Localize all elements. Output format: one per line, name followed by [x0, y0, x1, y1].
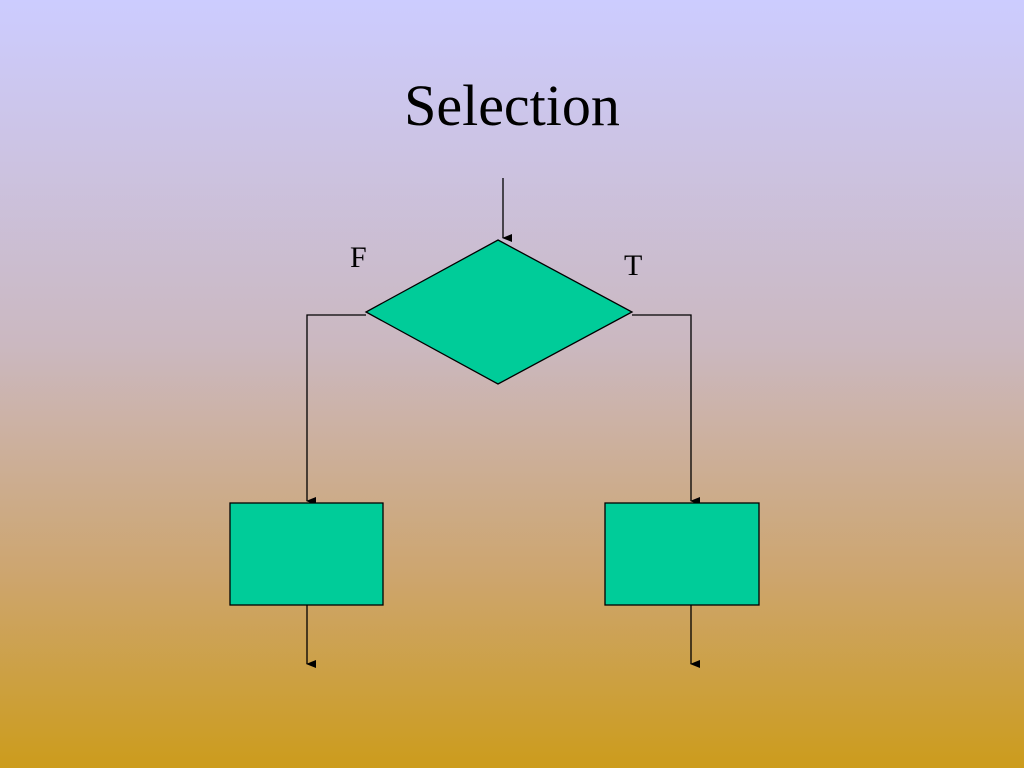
true-branch-line [632, 314, 700, 505]
true-process-box [604, 502, 760, 606]
false-branch-label: F [350, 241, 367, 274]
true-branch-label: T [624, 249, 643, 282]
decision-diamond [364, 239, 634, 385]
slide-title: Selection [404, 73, 620, 138]
false-process-box [229, 502, 384, 606]
false-branch-line [306, 314, 366, 505]
